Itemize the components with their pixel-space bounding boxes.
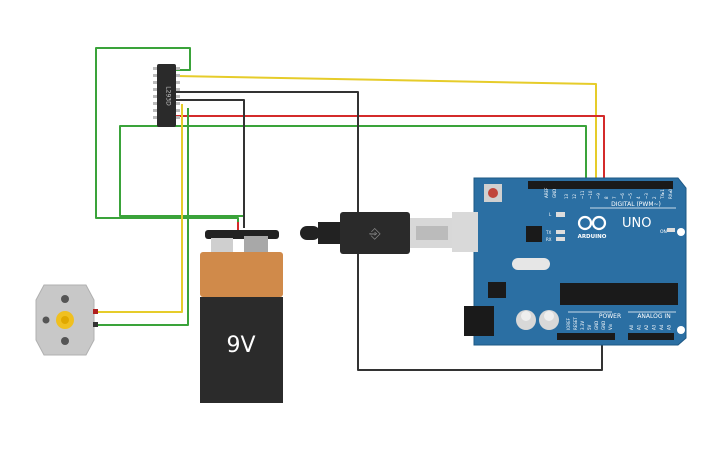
analog-pin-label-4: A4 <box>659 324 664 330</box>
power-header-strip <box>557 333 615 340</box>
aref-label: AREF <box>544 187 549 198</box>
wire-black-gnd[interactable] <box>176 91 603 371</box>
digital-pin-label-6: 7 <box>612 196 617 199</box>
digital-pin-label-13: RX◂0 <box>668 188 673 199</box>
analog-header-strip <box>628 333 674 340</box>
power-pin-label-2: 3.3V <box>580 321 585 330</box>
wire-green-loop[interactable] <box>95 47 239 228</box>
battery-body <box>200 297 283 403</box>
usb-port <box>452 212 478 252</box>
chip-label: L293D <box>165 86 172 106</box>
digital-pin-label-8: ~5 <box>628 193 633 199</box>
digital-pin-label-11: 2 <box>652 196 657 199</box>
usb-cable[interactable]: ⎆ <box>300 212 452 254</box>
digital-pin-label-12: TX▸1 <box>660 189 665 200</box>
wire-yellow-arduino[interactable] <box>175 75 597 183</box>
regulator <box>488 282 506 298</box>
power-pin-label-5: GND <box>601 321 606 330</box>
analog-pin-label-1: A1 <box>637 324 642 330</box>
digital-header-label: DIGITAL (PWM~) <box>611 201 661 208</box>
analog-pin-label-5: A5 <box>667 324 672 330</box>
gnd-label-top: GND <box>552 189 557 198</box>
power-pin-label-4: GND <box>594 321 599 330</box>
arduino-model: UNO <box>622 216 651 231</box>
dc-motor[interactable] <box>35 284 98 356</box>
digital-pin-label-0: 13 <box>564 193 569 199</box>
analog-pin-label-2: A2 <box>644 324 649 330</box>
l293d-chip[interactable]: L293D <box>153 64 180 127</box>
power-pin-label-6: Vin <box>608 323 613 330</box>
analog-pin-label-0: A0 <box>629 324 634 330</box>
battery-label: 9V <box>226 333 255 358</box>
wire-green-arduino[interactable] <box>119 125 587 217</box>
usb-icon: ⎆ <box>369 226 381 242</box>
atmega-chip <box>560 283 678 305</box>
wire-yellow-motor[interactable] <box>96 104 183 313</box>
led-l-label: L <box>549 212 552 217</box>
power-pin-label-1: RESET <box>573 317 578 330</box>
digital-pin-label-7: ~6 <box>620 193 625 199</box>
digital-pin-label-1: 12 <box>572 193 577 199</box>
arduino-logo-icon <box>577 215 607 231</box>
power-jack <box>464 306 494 336</box>
digital-pin-label-2: ~11 <box>580 190 585 199</box>
led-rx-label: RX <box>546 237 552 242</box>
arduino-brand: ARDUINO <box>578 234 607 240</box>
analog-header-label: ANALOG IN <box>637 313 670 320</box>
wires <box>95 47 605 371</box>
battery-top <box>200 252 283 297</box>
crystal <box>512 258 550 270</box>
digital-pin-label-5: 8 <box>604 196 609 199</box>
power-header-label: POWER <box>599 313 621 320</box>
digital-pin-label-3: ~10 <box>588 190 593 199</box>
analog-pin-label-3: A3 <box>652 324 657 330</box>
usb-chip <box>526 226 542 242</box>
battery-terminal-pos <box>244 236 268 254</box>
digital-pin-label-9: 4 <box>636 196 641 199</box>
power-pin-label-0: IOREF <box>566 317 571 330</box>
on-label: ON <box>660 229 667 235</box>
wire-red-arduino[interactable] <box>176 115 605 183</box>
wire-green-motor[interactable] <box>96 108 189 326</box>
wire-black-battery[interactable] <box>176 99 245 228</box>
led-tx-label: TX <box>545 230 551 235</box>
digital-pin-label-4: ~9 <box>596 193 601 199</box>
battery-terminal-neg <box>211 238 233 254</box>
power-pin-label-3: 5V <box>587 324 592 330</box>
battery-9v[interactable]: 9V <box>200 230 283 403</box>
digital-header-strip <box>528 181 673 189</box>
digital-pin-label-10: ~3 <box>644 193 649 199</box>
